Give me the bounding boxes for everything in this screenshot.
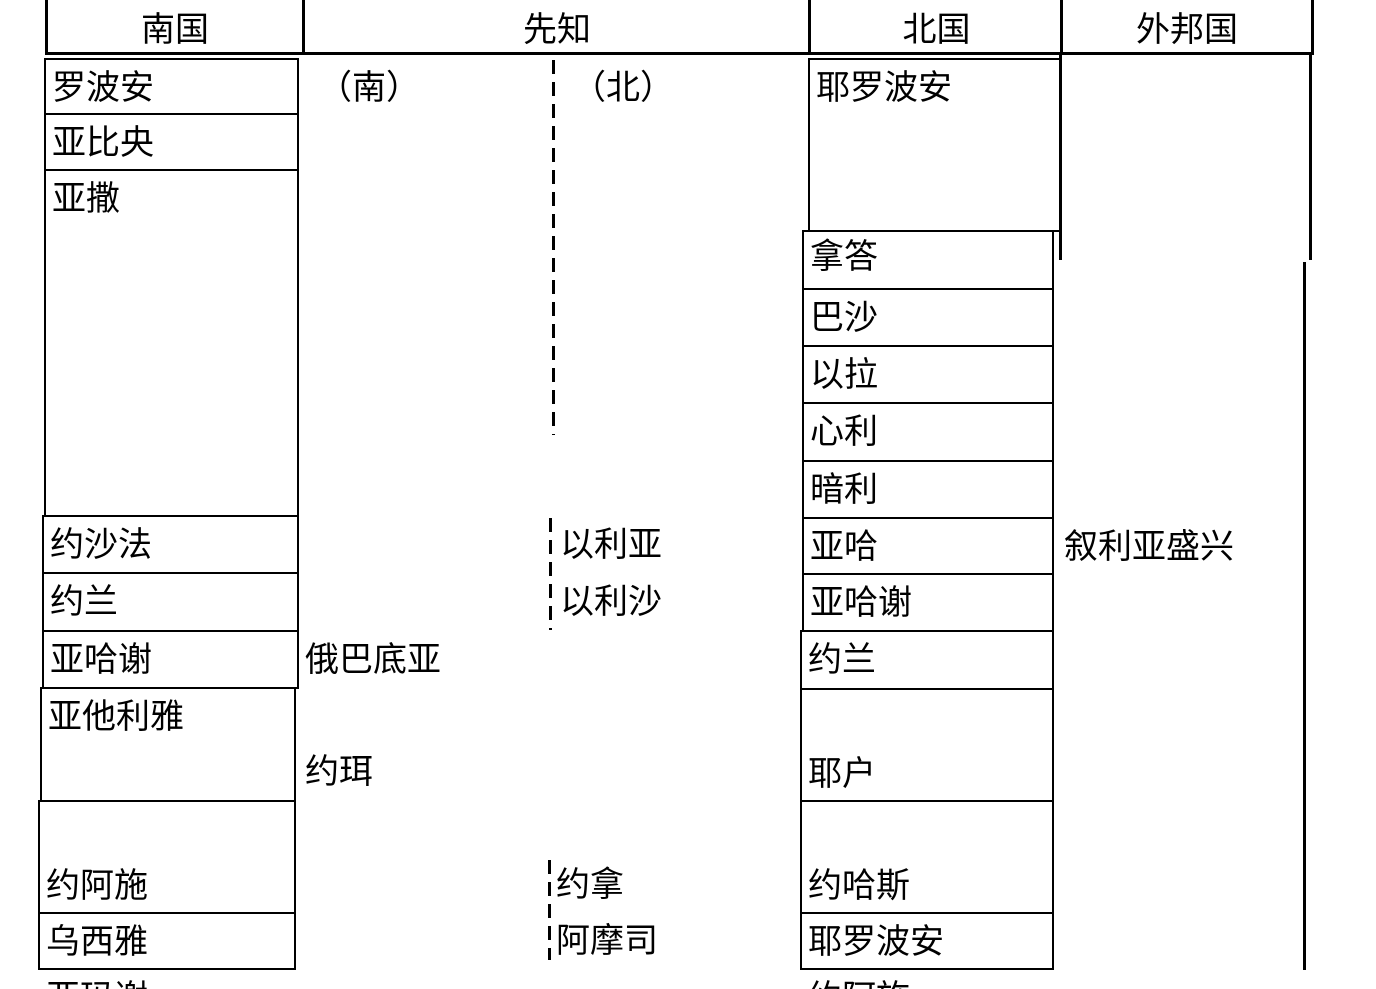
north-king-cell: 耶户 — [800, 688, 1054, 802]
prophet-north: 阿摩司 — [556, 921, 658, 961]
prophet-south: 约珥 — [305, 752, 373, 792]
prophet-north: 以利亚 — [560, 525, 662, 565]
south-king-cell: 乌西雅 — [38, 912, 296, 970]
south-king-cell: 亚哈谢 — [42, 630, 299, 689]
south-king-name: 亚玛谢 — [46, 970, 294, 989]
north-king-cell: 巴沙 — [802, 288, 1054, 347]
prophet-south: 俄巴底亚 — [305, 640, 441, 680]
south-king-cell: 亚比央 — [44, 113, 299, 171]
prophet-north: 以利沙 — [560, 582, 662, 622]
north-king-cell: 以拉 — [802, 345, 1054, 404]
north-king-cell: 耶罗波安 — [808, 58, 1062, 232]
north-king-cell: 约哈斯 约阿施 — [800, 800, 1054, 989]
south-king-cell: 约阿施 亚玛谢 — [38, 800, 296, 989]
north-king-cell: 心利 — [802, 402, 1054, 462]
south-king-cell: 约兰 — [42, 572, 299, 632]
prophets-south-subheader: （南） — [318, 68, 420, 108]
prophet-divider — [552, 60, 555, 435]
header-north: 北国 — [808, 0, 1062, 55]
north-king-cell: 亚哈 — [802, 517, 1054, 575]
header-foreign: 外邦国 — [1060, 0, 1314, 55]
north-king-name: 约阿施 — [808, 970, 1052, 989]
south-king-name: 约阿施 — [46, 866, 148, 906]
foreign-nation: 叙利亚盛兴 — [1064, 527, 1234, 567]
foreign-left-border — [1059, 55, 1062, 260]
north-king-cell: 亚哈谢 — [802, 573, 1054, 632]
header-prophets: 先知 — [302, 0, 809, 55]
south-king-cell: 罗波安 — [44, 58, 299, 115]
prophet-north: 约拿 — [556, 865, 624, 905]
north-king-cell: 约兰 — [800, 630, 1054, 690]
prophet-divider — [548, 860, 551, 960]
north-king-cell: 拿答 — [802, 230, 1054, 290]
south-king-cell: 亚撒 — [44, 169, 299, 517]
foreign-right-border — [1309, 55, 1312, 260]
north-king-cell: 耶罗波安 — [800, 912, 1054, 970]
south-king-cell: 约沙法 — [42, 515, 299, 574]
prophet-divider — [549, 518, 552, 630]
prophets-north-subheader: （北） — [572, 68, 674, 108]
header-south: 南国 — [45, 0, 302, 55]
foreign-right-border — [1303, 262, 1306, 970]
south-king-cell: 亚他利雅 — [40, 687, 296, 802]
north-king-cell: 暗利 — [802, 460, 1054, 519]
north-king-name: 约哈斯 — [808, 866, 910, 906]
